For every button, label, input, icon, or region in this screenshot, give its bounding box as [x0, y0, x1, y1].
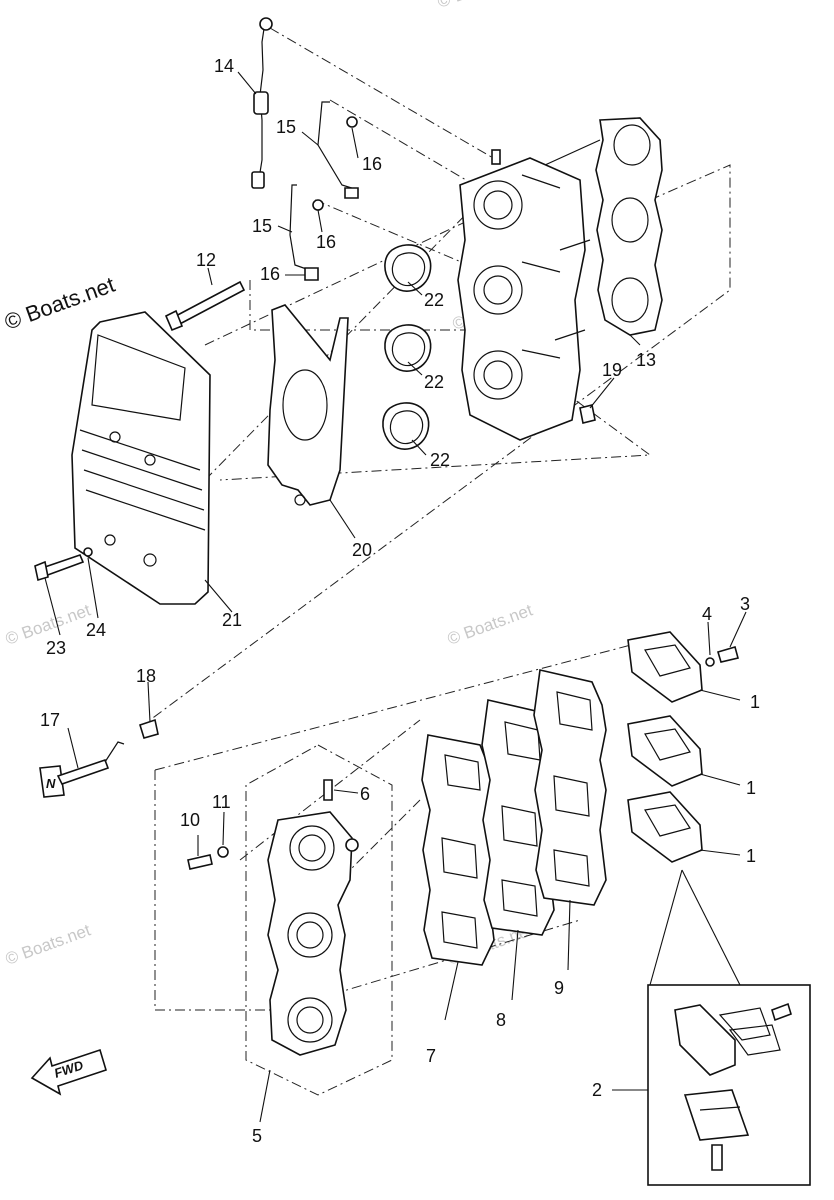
reed-valve-plate [267, 811, 359, 1056]
callout-1: 1 [746, 778, 756, 798]
callout-7: 7 [426, 1046, 436, 1066]
leader-lines [44, 71, 747, 1123]
screw-and-washer [187, 846, 229, 870]
callout-21: 21 [222, 610, 242, 630]
silencer-gasket-bracket [267, 304, 349, 506]
callout-15: 15 [252, 216, 272, 236]
callout-4: 4 [702, 604, 712, 624]
callout-20: 20 [352, 540, 372, 560]
choke-knob: N [39, 741, 125, 798]
callout-18: 18 [136, 666, 156, 686]
callout-numbers: 14 15 16 15 16 16 12 22 22 22 13 19 20 2… [40, 56, 760, 1146]
callout-19: 19 [602, 360, 622, 380]
rod-clips [304, 116, 359, 281]
callout-12: 12 [196, 250, 216, 270]
reed-valve-detail-inset [647, 869, 811, 1186]
callout-2: 2 [592, 1080, 602, 1100]
callout-24: 24 [86, 620, 106, 640]
callout-1: 1 [750, 692, 760, 712]
long-bolt [164, 280, 246, 332]
callout-17: 17 [40, 710, 60, 730]
forward-direction-arrow: FWD [30, 1048, 107, 1096]
intake-manifold-gasket [595, 117, 663, 336]
callout-10: 10 [180, 810, 200, 830]
reed-plate-group-outline [245, 744, 393, 1096]
callout-22: 22 [424, 290, 444, 310]
callout-16: 16 [260, 264, 280, 284]
callout-9: 9 [554, 978, 564, 998]
wire-lead-part [251, 17, 273, 189]
reed-screw-washer [705, 646, 739, 667]
knob-symbol: N [46, 776, 56, 791]
watermark-faded: © Boats.net [445, 600, 535, 648]
gasket-9 [533, 669, 607, 906]
reed-valve-blocks [627, 631, 703, 863]
gasket-7 [421, 734, 495, 966]
callout-5: 5 [252, 1126, 262, 1146]
watermark-faded: © Boats.net [3, 920, 93, 968]
watermark-faded: © Boats.net [435, 0, 525, 12]
callout-13: 13 [636, 350, 656, 370]
callout-1: 1 [746, 846, 756, 866]
callout-16: 16 [362, 154, 382, 174]
callout-22: 22 [424, 372, 444, 392]
silencer-cover [71, 311, 211, 605]
dowel-pin [323, 779, 333, 801]
callout-14: 14 [214, 56, 234, 76]
knob-clip [139, 718, 159, 739]
carburetor-assembly [457, 139, 601, 441]
callout-15: 15 [276, 117, 296, 137]
callout-16: 16 [316, 232, 336, 252]
callout-3: 3 [740, 594, 750, 614]
callout-6: 6 [360, 784, 370, 804]
callout-22: 22 [430, 450, 450, 470]
o-ring-seals [382, 244, 432, 450]
bolt-and-washer [34, 547, 93, 582]
callout-11: 11 [212, 792, 231, 812]
hose-fitting [579, 404, 596, 424]
callout-8: 8 [496, 1010, 506, 1030]
callout-23: 23 [46, 638, 66, 658]
